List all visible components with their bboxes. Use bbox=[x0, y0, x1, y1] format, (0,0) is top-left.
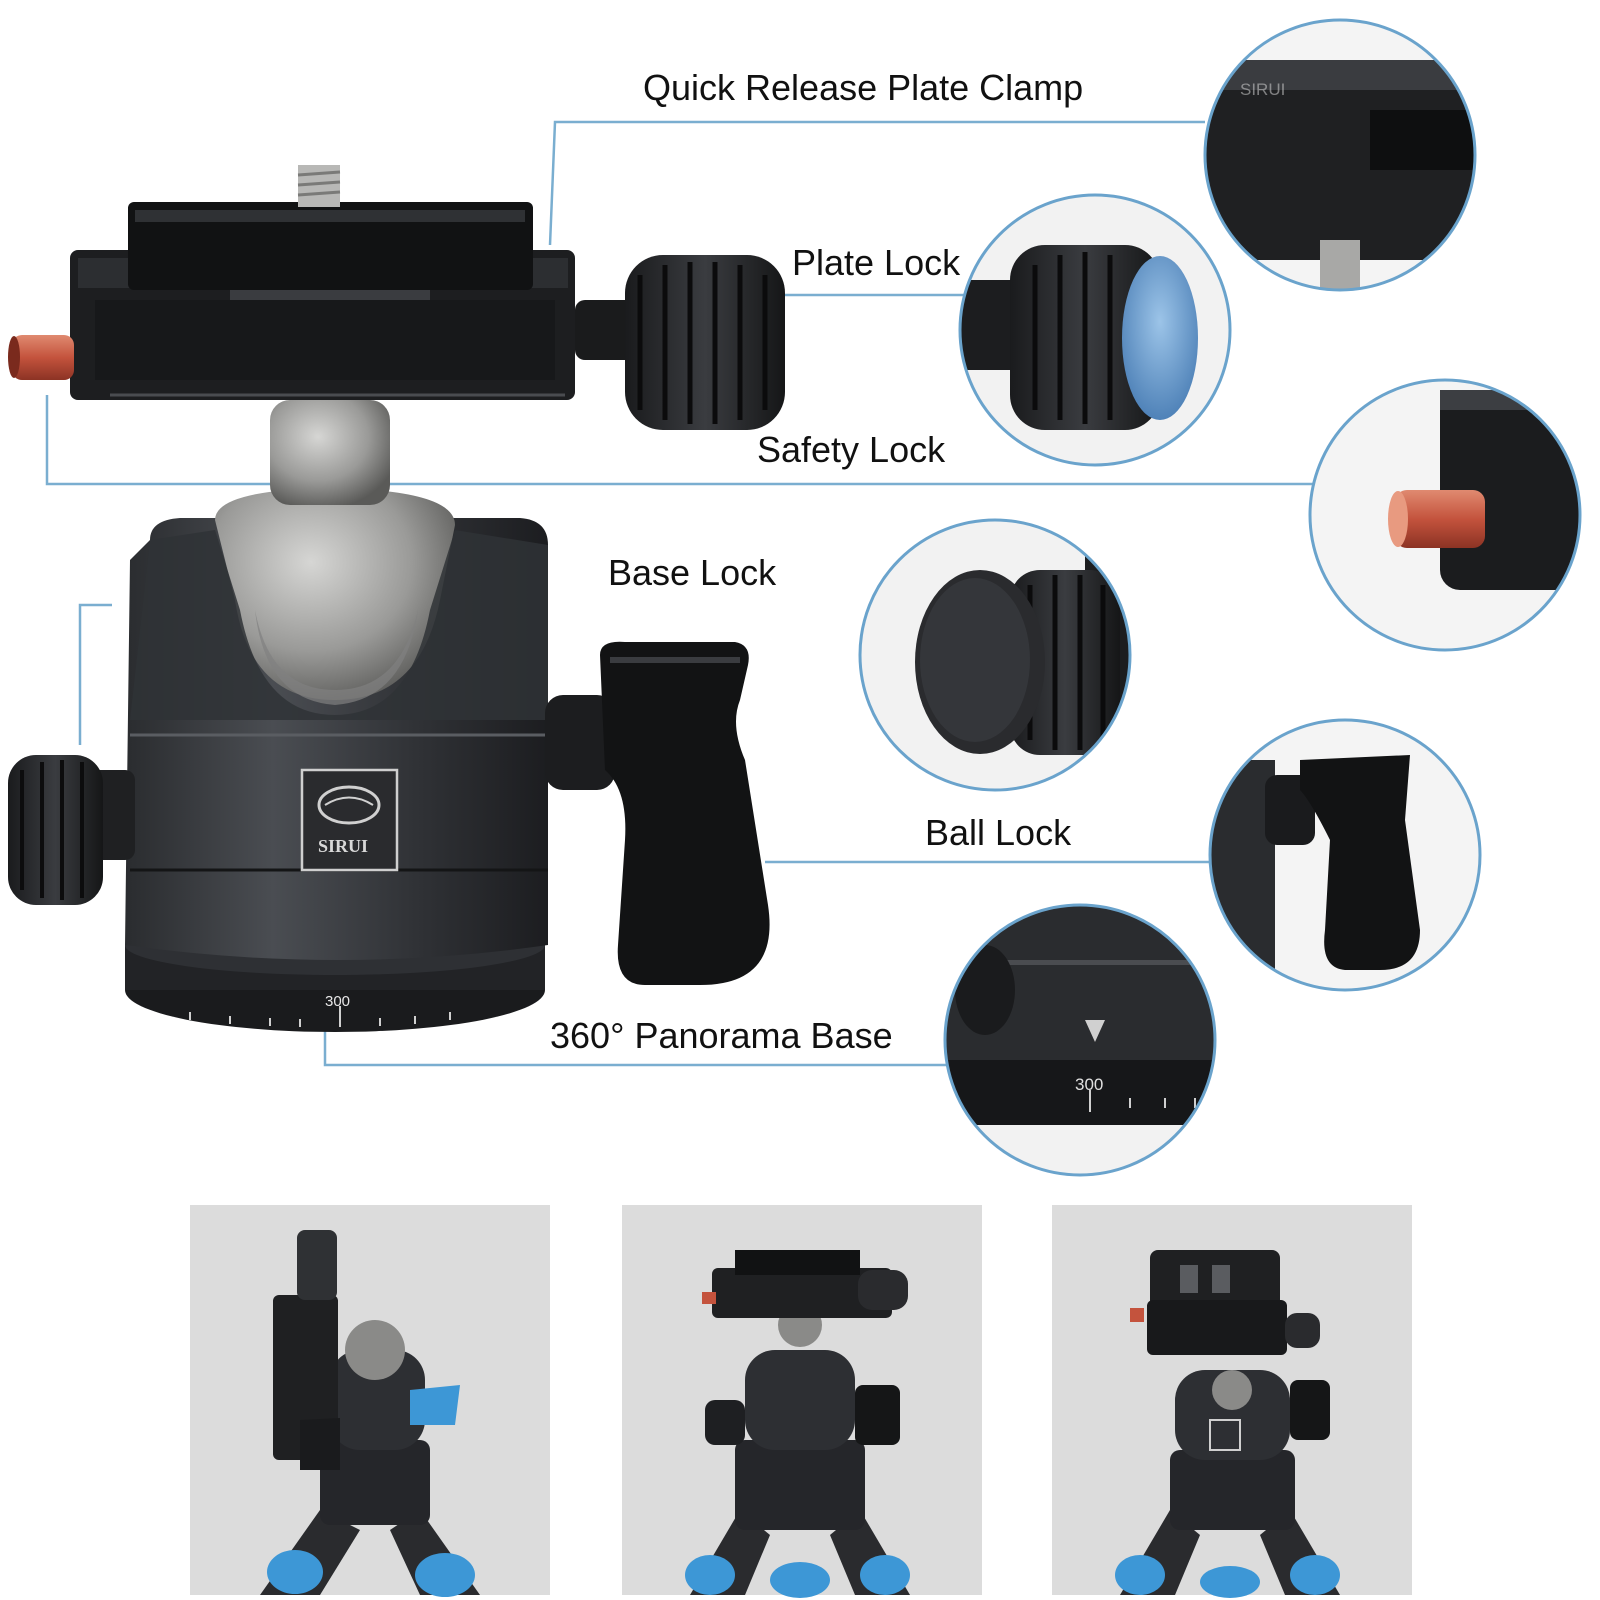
label-panorama-base: 360° Panorama Base bbox=[550, 1015, 893, 1056]
callout-line-safety-lock bbox=[45, 395, 1315, 486]
label-base-lock: Base Lock bbox=[608, 552, 777, 593]
detail-circle-panorama-base: 300 bbox=[943, 903, 1217, 1177]
panorama-zoom-dial-value: 300 bbox=[1075, 1075, 1103, 1094]
thumbnail-front-view bbox=[622, 1205, 982, 1598]
thumbnail-side-view bbox=[190, 1205, 550, 1597]
plate-lock-knob bbox=[575, 255, 785, 430]
ball-head-main: 300 SIRUI bbox=[8, 165, 785, 1032]
ball-socket-silver bbox=[215, 488, 455, 700]
base-lock-knob bbox=[8, 755, 135, 905]
detail-circle-safety-lock bbox=[1308, 378, 1582, 652]
panorama-scale-ticks bbox=[189, 1006, 451, 1027]
brand-logo-text: SIRUI bbox=[318, 836, 368, 856]
thumbnail-top-view bbox=[1052, 1205, 1412, 1598]
detail-circle-plate-lock bbox=[958, 193, 1232, 467]
plate-lock-blue-cap bbox=[1122, 256, 1198, 420]
label-ball-lock: Ball Lock bbox=[925, 812, 1072, 853]
safety-lock-pin bbox=[12, 335, 74, 380]
ball-lock-lever bbox=[545, 641, 770, 985]
callout-lines bbox=[45, 120, 1315, 1067]
detail-circle-plate-clamp: SIRUI bbox=[1203, 18, 1477, 292]
label-safety-lock: Safety Lock bbox=[757, 429, 946, 470]
panorama-dial-value: 300 bbox=[325, 993, 350, 1010]
label-quick-release-plate-clamp: Quick Release Plate Clamp bbox=[643, 67, 1083, 108]
ball-stem bbox=[270, 400, 390, 505]
brand-logo-icon bbox=[317, 785, 381, 825]
feature-labels: Quick Release Plate Clamp Plate Lock Saf… bbox=[550, 67, 1083, 1056]
detail-circle-base-lock bbox=[858, 518, 1132, 792]
callout-line-panorama-base bbox=[323, 1030, 950, 1067]
callout-line-plate-clamp bbox=[548, 120, 1205, 246]
quick-release-clamp bbox=[70, 165, 575, 400]
label-plate-lock: Plate Lock bbox=[792, 242, 961, 283]
detail-circle-ball-lock bbox=[1208, 718, 1482, 992]
svg-text:SIRUI: SIRUI bbox=[1240, 80, 1285, 99]
tripod-leg-lock-blue bbox=[267, 1550, 323, 1594]
callout-line-base-lock bbox=[78, 603, 112, 745]
